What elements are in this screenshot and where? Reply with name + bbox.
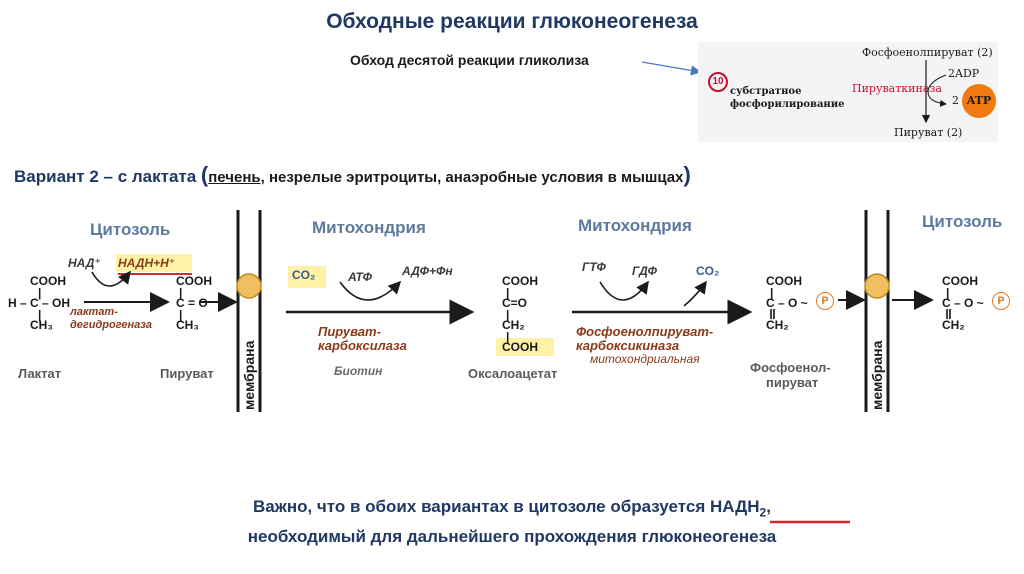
pyruvate-bond-2: | bbox=[179, 308, 183, 322]
pyruvate-co: C = O bbox=[176, 296, 208, 310]
gdp-label: ГДФ bbox=[632, 264, 657, 278]
conclusion-comma: , bbox=[766, 497, 771, 516]
step-label-1: субстратное bbox=[730, 86, 802, 97]
pep-name-2: пируват bbox=[766, 375, 819, 390]
pep-name-1: Фосфоенол- bbox=[750, 360, 831, 375]
inset-bottom-compound: Пируват (2) bbox=[894, 126, 963, 139]
co2-highlight bbox=[288, 266, 326, 288]
pep2-bond-1: | bbox=[946, 286, 950, 300]
inset-atp-coef: 2 bbox=[952, 94, 959, 107]
ldh-label-1: лактат- bbox=[70, 306, 118, 318]
co2-label: CO₂ bbox=[292, 268, 316, 282]
pepck-enzyme-1: Фосфоенолпируват- bbox=[576, 324, 714, 339]
conclusion-nadh-sub: 2 bbox=[759, 505, 767, 520]
atp-label: АТФ bbox=[348, 270, 372, 284]
pc-enzyme-2: карбоксилаза bbox=[318, 338, 407, 353]
atp-circle: ATP bbox=[962, 84, 996, 118]
pep1-bond-2: ‖ bbox=[769, 306, 776, 322]
close-paren: ) bbox=[683, 162, 691, 187]
conclusion-nadh: НАДН bbox=[709, 497, 760, 516]
pepck-enzyme-3: митохондриальная bbox=[590, 352, 700, 366]
lactate-name: Лактат bbox=[18, 366, 62, 381]
variant-rest: незрелые эритроциты, анаэробные условия … bbox=[264, 169, 684, 186]
pep1-ch2: CH₂ bbox=[766, 318, 789, 332]
oaa-bond-1: | bbox=[506, 286, 510, 300]
inset-adp: 2ADP bbox=[948, 67, 980, 80]
lactate-ch3: CH₃ bbox=[30, 318, 53, 332]
pyruvate-ch3: CH₃ bbox=[176, 318, 199, 332]
biotin-label: Биотин bbox=[334, 364, 383, 378]
lactate-bond-1: | bbox=[38, 286, 42, 300]
lactate-bond-2: | bbox=[38, 308, 42, 322]
pc-enzyme-1: Пируват- bbox=[318, 324, 381, 339]
oaa-cooh-top: COOH bbox=[502, 274, 538, 288]
oaa-co: C=O bbox=[502, 296, 528, 310]
pyruvate-cooh: COOH bbox=[176, 274, 212, 288]
inset-top-compound: Фосфоенолпируват (2) bbox=[862, 46, 993, 59]
oaa-cooh-bottom: COOH bbox=[502, 340, 538, 354]
cooh-highlight bbox=[496, 338, 554, 356]
phosphate-circle-1: P bbox=[816, 292, 834, 310]
region-cytosol-left: Цитозоль bbox=[90, 220, 171, 239]
pep2-bond-2: ‖ bbox=[945, 306, 952, 322]
variant-heading: Вариант 2 – с лактата (печень, незрелые … bbox=[14, 162, 691, 188]
step-number-badge: 10 bbox=[708, 72, 728, 92]
step-label-2: фосфорилирование bbox=[730, 99, 845, 110]
pyruvate-bond-1: | bbox=[179, 286, 183, 300]
ldh-label-2: дегидрогеназа bbox=[70, 319, 152, 331]
variant-liver: печень, bbox=[208, 169, 265, 186]
region-mitochondria-1: Митохондрия bbox=[312, 218, 426, 237]
open-paren: ( bbox=[200, 162, 209, 187]
phosphate-circle-2: P bbox=[992, 292, 1010, 310]
co2-2-label: CO₂ bbox=[696, 264, 720, 278]
pep1-co: C – O ~ bbox=[766, 296, 808, 310]
region-mitochondria-2: Митохондрия bbox=[578, 216, 692, 235]
oaa-name: Оксалоацетат bbox=[468, 366, 558, 381]
conclusion-line-1: Важно, что в обоих вариантах в цитозоле … bbox=[0, 497, 1024, 519]
conclusion-main: Важно, что в обоих вариантах в цитозоле … bbox=[253, 497, 710, 516]
conclusion-line-2: необходимый для дальнейшего прохождения … bbox=[247, 527, 777, 546]
pepck-enzyme-2: карбоксикиназа bbox=[576, 338, 680, 353]
oaa-bond-2: | bbox=[506, 308, 510, 322]
membrane-label-1: мембрана bbox=[241, 340, 257, 410]
pep1-bond-1: | bbox=[770, 286, 774, 300]
pep1-cooh: COOH bbox=[766, 274, 802, 288]
lactate-cooh: COOH bbox=[30, 274, 66, 288]
oaa-ch2: CH₂ bbox=[502, 318, 525, 332]
pep2-co: C – O ~ bbox=[942, 296, 984, 310]
nad-label: НАД⁺ bbox=[68, 256, 101, 270]
region-cytosol-right: Цитозоль bbox=[922, 212, 1003, 231]
inset-enzyme: Пируваткиназа bbox=[852, 82, 942, 95]
page-subtitle: Обход десятой реакции гликолиза bbox=[350, 52, 589, 68]
nadh-highlight bbox=[116, 254, 192, 272]
pyruvate-name: Пируват bbox=[160, 366, 214, 381]
page-title: Обходные реакции глюконеогенеза bbox=[326, 10, 698, 33]
glycolysis-step-inset bbox=[698, 42, 998, 142]
oaa-bond-3: | bbox=[506, 330, 510, 344]
gtp-label: ГТФ bbox=[582, 260, 606, 274]
membrane-label-2: мембрана bbox=[869, 340, 885, 410]
pep2-cooh: COOH bbox=[942, 274, 978, 288]
adp-label: АДФ+Фн bbox=[402, 264, 453, 278]
lactate-hcoh: H – C – OH bbox=[8, 296, 71, 310]
nadh-label: НАДН+Н⁺ bbox=[118, 256, 176, 270]
variant-main: Вариант 2 – с лактата bbox=[14, 167, 201, 186]
pep2-ch2: CH₂ bbox=[942, 318, 965, 332]
